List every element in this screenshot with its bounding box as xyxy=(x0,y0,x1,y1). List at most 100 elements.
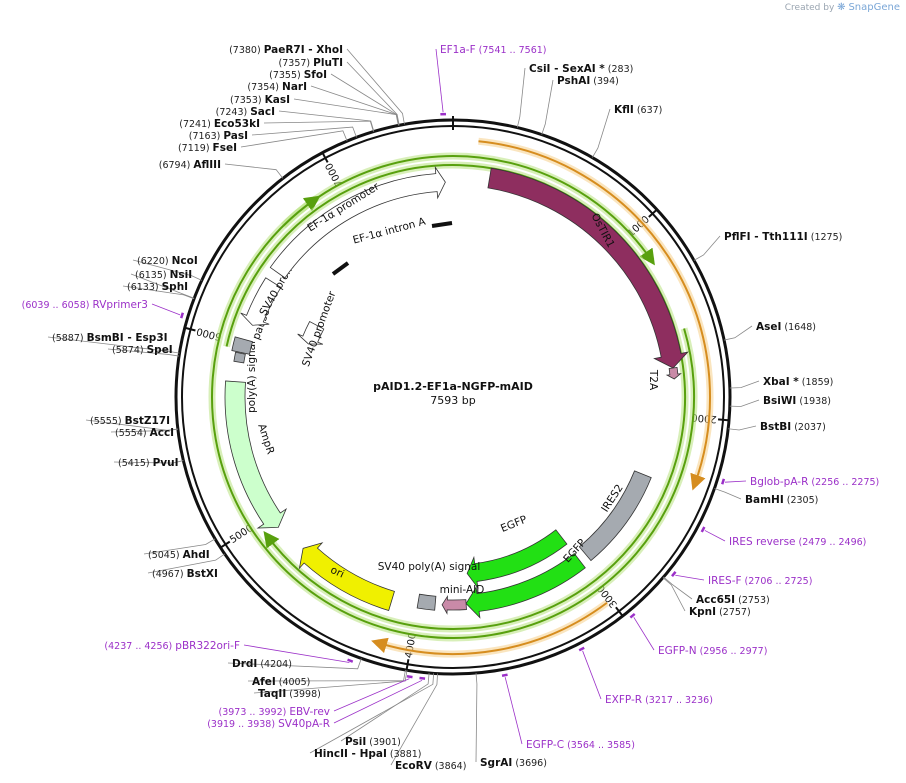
primer-ef1a-f[interactable]: EF1a-F (7541 .. 7561) xyxy=(440,44,547,56)
tick-mark xyxy=(615,606,623,616)
site-bsiwi[interactable]: BsiWI (1938) xyxy=(763,395,831,407)
tick-mark xyxy=(648,209,657,218)
site-name: PshAI xyxy=(557,75,590,87)
site-kfli[interactable]: KflI (637) xyxy=(614,104,662,116)
site-position: (2037) xyxy=(791,422,826,433)
site-nsii[interactable]: (6135) NsiI xyxy=(135,269,192,281)
site-label: DrdI (4204) xyxy=(232,658,292,670)
site-position: (3881) xyxy=(387,749,422,760)
site-acci[interactable]: (5554) AccI xyxy=(115,427,174,439)
primer-ires-reverse[interactable]: IRES reverse (2479 .. 2496) xyxy=(729,536,866,548)
site-bamhi[interactable]: BamHI (2305) xyxy=(745,494,818,506)
feature-sv40-polya xyxy=(416,593,437,611)
primer-name: SV40pA-R xyxy=(278,718,330,730)
primer-ebv-rev[interactable]: (3973 .. 3992) EBV-rev xyxy=(218,706,330,718)
primer-pbr322ori-f[interactable]: (4237 .. 4256) pBR322ori-F xyxy=(104,640,240,652)
site-ncoi[interactable]: (6220) NcoI xyxy=(137,255,198,267)
site-name: BstBI xyxy=(760,421,791,433)
plasmid-name: pAID1.2-EF1a-NGFP-mAID xyxy=(373,380,533,393)
site-kpni[interactable]: KpnI (2757) xyxy=(689,606,751,618)
orf-arc-lower xyxy=(371,601,608,655)
feature-ori xyxy=(298,542,395,612)
site-sfoi[interactable]: (7355) SfoI xyxy=(269,69,327,81)
primer-ires-f[interactable]: IRES-F (2706 .. 2725) xyxy=(708,575,812,587)
primer-leader-sv40pa-r xyxy=(333,679,423,724)
site-hincii[interactable]: HincII - HpaI (3881) xyxy=(314,748,421,760)
site-leader-acc65i xyxy=(663,576,693,600)
primer-sv40pa-r[interactable]: (3919 .. 3938) SV40pA-R xyxy=(207,718,330,730)
site-position: (7357) xyxy=(279,58,314,69)
site-label: AfeI (4005) xyxy=(252,676,310,688)
site-spei[interactable]: (5874) SpeI xyxy=(112,344,173,356)
site-leader-pasi xyxy=(251,126,357,138)
primer-position: (2256 .. 2275) xyxy=(808,477,879,488)
site-bstbi[interactable]: BstBI (2037) xyxy=(760,421,826,433)
site-afliii[interactable]: (6794) AflIII xyxy=(159,159,221,171)
site-ecorv[interactable]: EcoRV (3864) xyxy=(395,760,466,772)
site-label: BstBI (2037) xyxy=(760,421,826,433)
site-pflfi[interactable]: PflFI - Tth111I (1275) xyxy=(724,231,842,243)
site-ahdi[interactable]: (5045) AhdI xyxy=(148,549,210,561)
feature-polya-signal xyxy=(233,351,246,364)
tick-mark xyxy=(185,327,196,332)
site-pvui[interactable]: (5415) PvuI xyxy=(118,457,179,469)
site-asei[interactable]: AseI (1648) xyxy=(756,321,816,333)
feature-ori-label: ori xyxy=(329,564,346,581)
site-position: (7119) xyxy=(178,143,213,154)
site-bstz17i[interactable]: (5555) BstZ17I xyxy=(90,415,170,427)
primer-egfp-n[interactable]: EGFP-N (2956 .. 2977) xyxy=(658,645,767,657)
primer-egfp-c[interactable]: EGFP-C (3564 .. 3585) xyxy=(526,739,635,751)
primer-label: (3973 .. 3992) EBV-rev xyxy=(218,706,330,718)
site-leader-kfli xyxy=(591,108,611,158)
site-name-2: - HpaI xyxy=(348,748,387,760)
site-drdi[interactable]: DrdI (4204) xyxy=(232,658,292,670)
site-taqii[interactable]: TaqII (3998) xyxy=(258,688,321,700)
site-position: (283) xyxy=(605,64,634,75)
site-label: (6133) SphI xyxy=(127,281,188,293)
site-label: (5415) PvuI xyxy=(118,457,179,469)
primer-name: IRES reverse xyxy=(729,536,796,548)
primer-mark-egfp-c xyxy=(501,673,508,677)
site-bstxi[interactable]: (4967) BstXI xyxy=(152,568,218,580)
site-label: BsiWI (1938) xyxy=(763,395,831,407)
plasmid-length: 7593 bp xyxy=(430,394,475,407)
site-leader-drdi xyxy=(227,658,362,670)
primer-leader-ires-f xyxy=(675,574,705,581)
site-xbai[interactable]: XbaI * (1859) xyxy=(763,376,833,388)
site-leader-ahdi xyxy=(143,538,216,555)
site-position: (3864) xyxy=(432,761,467,772)
site-label: (6135) NsiI xyxy=(135,269,192,281)
site-pluti[interactable]: (7357) PluTI xyxy=(279,57,343,69)
site-leader-kasi xyxy=(293,98,399,126)
site-label: BamHI (2305) xyxy=(745,494,818,506)
site-afei[interactable]: AfeI (4005) xyxy=(252,676,310,688)
site-saci[interactable]: (7243) SacI xyxy=(216,106,275,118)
site-kasi[interactable]: (7353) KasI xyxy=(230,94,290,106)
site-pasi[interactable]: (7163) PasI xyxy=(189,130,248,142)
site-position: (1859) xyxy=(799,377,834,388)
site-leader-ncoi xyxy=(132,259,202,281)
feature-t2a xyxy=(665,367,682,380)
site-name: AflIII xyxy=(193,159,221,171)
site-paer7i[interactable]: (7380) PaeR7I - XhoI xyxy=(229,44,343,56)
feature-sv40-promoter-inner xyxy=(297,321,325,345)
site-sphi[interactable]: (6133) SphI xyxy=(127,281,188,293)
primer-label: IRES-F (2706 .. 2725) xyxy=(708,575,812,587)
site-nari[interactable]: (7354) NarI xyxy=(247,81,307,93)
site-leader-paer7i xyxy=(346,48,405,125)
site-psii[interactable]: PsiI (3901) xyxy=(345,736,401,748)
site-bsmbi[interactable]: (5887) BsmBI - Esp3I xyxy=(52,332,168,344)
site-csii[interactable]: CsiI - SexAI * (283) xyxy=(529,63,633,75)
primer-label: (4237 .. 4256) pBR322ori-F xyxy=(104,640,240,652)
site-name: NsiI xyxy=(170,269,193,281)
primer-rvprimer3[interactable]: (6039 .. 6058) RVprimer3 xyxy=(22,299,148,311)
site-label: (6220) NcoI xyxy=(137,255,198,267)
site-position: (4967) xyxy=(152,569,187,580)
site-eco53ki[interactable]: (7241) Eco53kI xyxy=(179,118,260,130)
site-sgrai[interactable]: SgrAI (3696) xyxy=(480,757,547,769)
primer-exfp-r[interactable]: EXFP-R (3217 .. 3236) xyxy=(605,694,713,706)
site-pshai[interactable]: PshAI (394) xyxy=(557,75,619,87)
site-fsei[interactable]: (7119) FseI xyxy=(178,142,237,154)
site-acc65i[interactable]: Acc65I (2753) xyxy=(696,594,770,606)
primer-bglob-pa-r[interactable]: Bglob-pA-R (2256 .. 2275) xyxy=(750,476,879,488)
